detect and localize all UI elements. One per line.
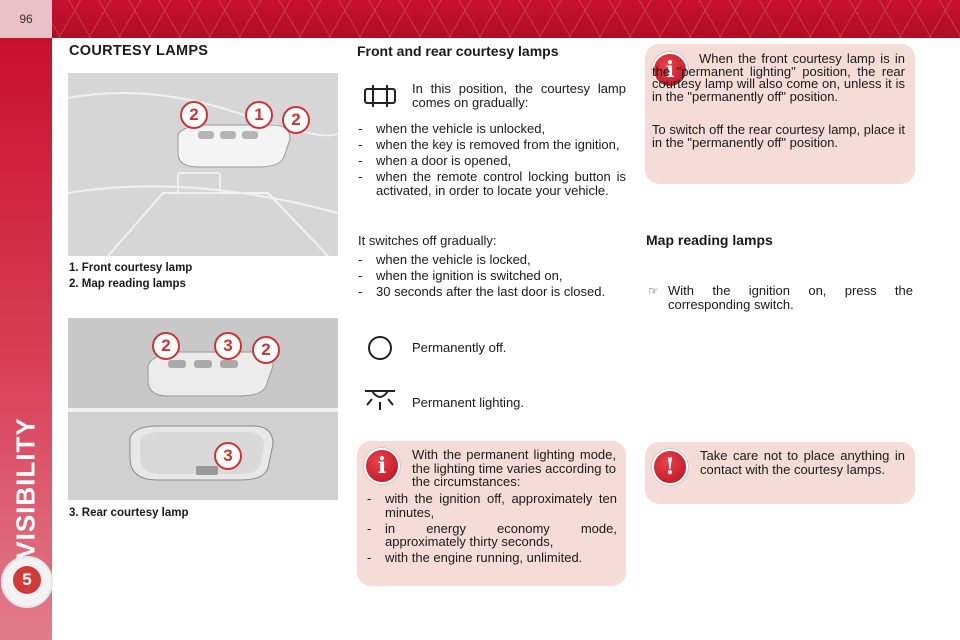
map-reading-title: Map reading lamps [646, 232, 773, 248]
off-conditions-list: when the vehicle is locked, when the ign… [358, 253, 626, 301]
info-rear-para2: To switch off the rear courtesy lamp, pl… [652, 122, 905, 150]
warning-box [645, 442, 915, 504]
map-reading-text: With the ignition on, press the correspo… [668, 283, 913, 312]
warning-text: Take care not to place anything in conta… [700, 448, 905, 477]
top-banner [0, 0, 960, 38]
list-item: with the engine running, unlimited. [367, 551, 617, 565]
chapter-sidebar [0, 38, 52, 640]
callout-3-bottom: 3 [214, 442, 242, 470]
lamp-rays-icon [365, 390, 395, 410]
list-item: when a door is opened, [358, 154, 626, 168]
exclamation-icon: ! [652, 449, 688, 485]
page-number: 96 [0, 0, 52, 38]
circle-off-icon [368, 336, 392, 360]
chapter-number-badge: 5 [13, 566, 41, 594]
callout-1: 1 [245, 101, 273, 129]
list-item: when the vehicle is unlocked, [358, 122, 626, 136]
off-intro: It switches off gradually: [358, 233, 497, 248]
info-box-list: with the ignition off, approximately ten… [367, 492, 617, 567]
callout-2-rear-left: 2 [152, 332, 180, 360]
info-rear-para1: When the front courtesy lamp is in the "… [652, 51, 905, 104]
permanent-lighting-label: Permanent lighting. [412, 395, 525, 410]
list-item: 30 seconds after the last door is closed… [358, 285, 626, 299]
front-rear-title: Front and rear courtesy lamps [357, 43, 559, 59]
callout-2-right: 2 [282, 106, 310, 134]
gradual-text: In this position, the courtesy lamp come… [412, 81, 626, 110]
list-item: when the key is removed from the ignitio… [358, 138, 626, 152]
on-conditions-list: when the vehicle is unlocked, when the k… [358, 122, 626, 200]
list-item: when the vehicle is locked, [358, 253, 626, 267]
callout-2-rear-right: 2 [252, 336, 280, 364]
section-title: COURTESY LAMPS [69, 43, 209, 59]
info-box-intro: With the permanent lighting mode, the li… [412, 447, 616, 489]
callout-3-top: 3 [214, 332, 242, 360]
list-item: when the ignition is switched on, [358, 269, 626, 283]
pointing-hand-icon: ☞ [648, 284, 659, 298]
door-lamp-icon [364, 85, 396, 107]
chapter-label: VISIBILITY [10, 417, 41, 559]
list-item: when the remote control locking button i… [358, 170, 626, 197]
info-icon: i [364, 448, 400, 484]
front-lamp-figure: 2 1 2 [68, 73, 338, 256]
callout-2-left: 2 [180, 101, 208, 129]
permanently-off-label: Permanently off. [412, 340, 507, 355]
list-item: in energy economy mode, approximately th… [367, 521, 617, 549]
caption-rear-lamp: 3. Rear courtesy lamp [69, 507, 189, 519]
list-item: with the ignition off, approximately ten… [367, 492, 617, 519]
info-icon: i [652, 52, 688, 88]
info-box-rear-lamp [645, 44, 915, 184]
caption-map-lamps: 2. Map reading lamps [69, 278, 186, 290]
caption-front-lamp: 1. Front courtesy lamp [69, 262, 193, 274]
rear-lamp-figure: 2 3 2 3 [68, 318, 338, 500]
